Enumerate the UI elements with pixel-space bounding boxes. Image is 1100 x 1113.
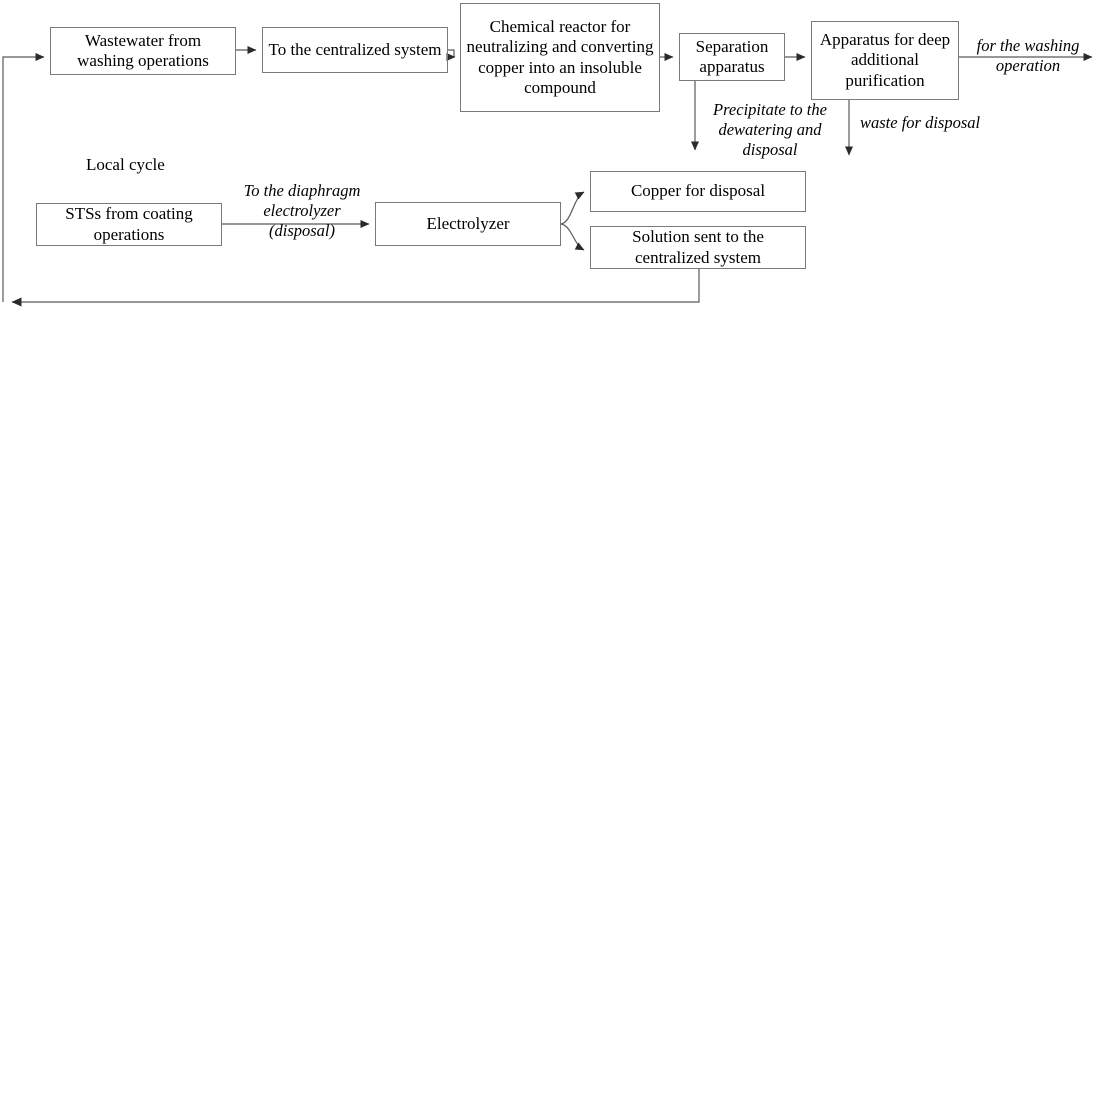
node-solution-sent-to-centralized[interactable]: Solution sent to the centralized system — [590, 226, 806, 269]
wire-centralized-to-reactor — [446, 49, 456, 61]
node-copper-for-disposal[interactable]: Copper for disposal — [590, 171, 806, 212]
node-copper-for-disposal-label: Copper for disposal — [630, 181, 766, 201]
node-chemical-reactor-label: Chemical reactor for neutralizing and co… — [466, 17, 654, 97]
node-to-centralized-system-label: To the centralized system — [268, 39, 442, 59]
node-wastewater[interactable]: Wastewater from washing operations — [50, 27, 236, 75]
edge-label-for-washing-operation: for the washing operation — [976, 36, 1080, 75]
local-cycle-caption: Local cycle — [86, 155, 165, 174]
node-electrolyzer[interactable]: Electrolyzer — [375, 202, 561, 246]
node-sts-from-coating-label: STSs from coating operations — [65, 204, 193, 244]
node-solution-sent-to-centralized-label: Solution sent to the centralized system — [632, 227, 764, 267]
edge-label-waste-for-disposal: waste for disposal — [860, 113, 981, 132]
node-wastewater-label: Wastewater from washing operations — [77, 30, 209, 70]
node-separation-apparatus[interactable]: Separation apparatus — [679, 33, 785, 81]
edge-label-precipitate: Precipitate to the dewatering and dispos… — [713, 100, 827, 159]
wire-solution-return-loop — [11, 269, 700, 307]
wire-return-to-wastewater — [2, 53, 45, 302]
edge-label-to-diaphragm-electrolyzer: To the diaphragm electrolyzer (disposal) — [243, 181, 361, 240]
node-deep-purification-apparatus-label: Apparatus for deep additional purificati… — [819, 30, 951, 90]
wire-electrolyzer-to-copper — [560, 191, 585, 225]
node-separation-apparatus-label: Separation apparatus — [695, 36, 769, 76]
node-to-centralized-system[interactable]: To the centralized system — [262, 27, 448, 73]
node-sts-from-coating[interactable]: STSs from coating operations — [36, 203, 222, 246]
node-deep-purification-apparatus[interactable]: Apparatus for deep additional purificati… — [811, 21, 959, 100]
wire-electrolyzer-to-solution — [560, 223, 585, 251]
node-electrolyzer-label: Electrolyzer — [426, 213, 510, 233]
node-chemical-reactor[interactable]: Chemical reactor for neutralizing and co… — [460, 3, 660, 112]
